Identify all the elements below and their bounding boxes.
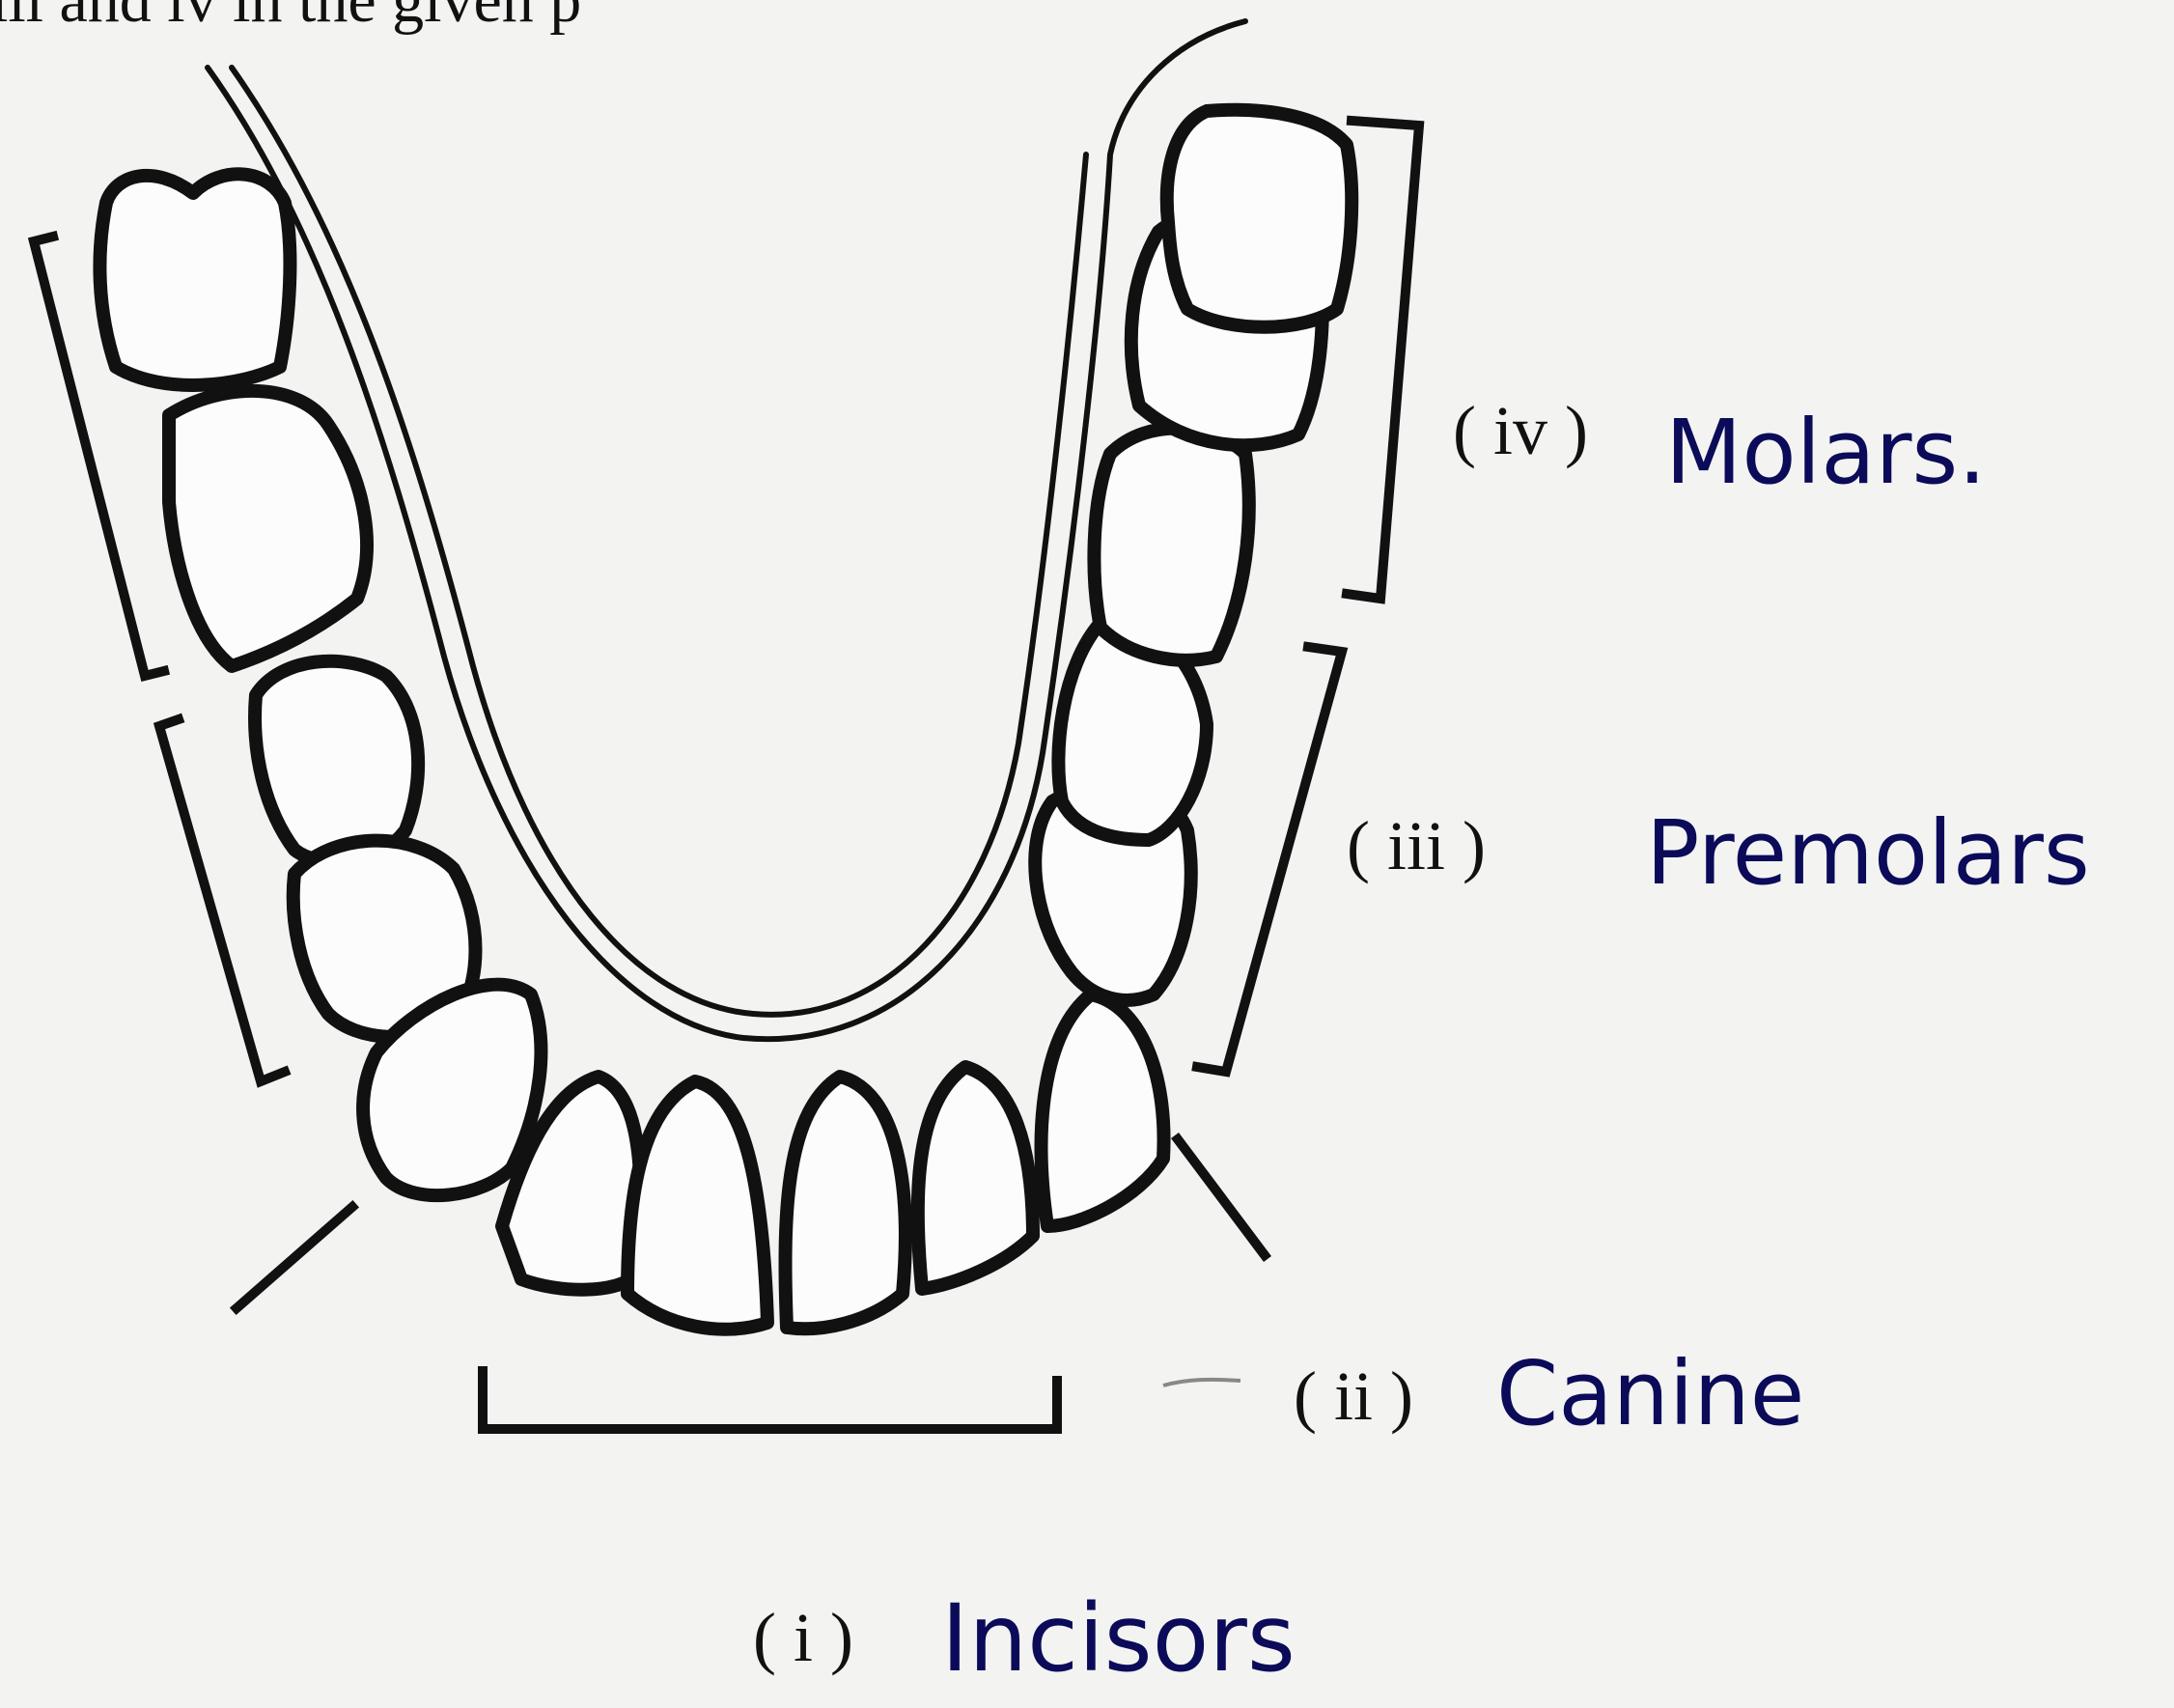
label-ii-answer: Canine [1496, 1342, 1804, 1445]
incisor-tooth [786, 1077, 906, 1329]
label-i-numeral: ( i ) [753, 1599, 853, 1676]
incisor-tooth [627, 1081, 767, 1330]
right-premolar-bracket [1197, 647, 1342, 1072]
label-iv-numeral: ( iv ) [1453, 392, 1588, 469]
premolar-tooth [255, 661, 418, 862]
canine-tooth [1042, 994, 1164, 1226]
premolar-tooth [1094, 429, 1248, 660]
label-iii: ( iii ) Premolars [1347, 801, 2090, 905]
header-fragment: iii and iv in the given p [0, 0, 581, 36]
label-iv: ( iv ) Molars. [1453, 392, 1987, 504]
incisor-tooth [918, 1067, 1033, 1289]
molar-tooth [169, 391, 367, 666]
label-iii-numeral: ( iii ) [1347, 807, 1486, 884]
label-iii-answer: Premolars [1646, 801, 2090, 905]
label-ii-numeral: ( ii ) [1294, 1358, 1413, 1435]
canine-pointer-dash [1163, 1380, 1240, 1386]
molar-tooth [1167, 110, 1352, 327]
teeth [99, 110, 1352, 1330]
incisor-bracket [483, 1371, 1057, 1429]
label-i-answer: Incisors [941, 1584, 1296, 1693]
label-i: ( i ) Incisors [753, 1584, 1296, 1693]
label-ii: ( ii ) Canine [1294, 1342, 1804, 1445]
molar-tooth [99, 174, 290, 385]
label-iv-answer: Molars. [1665, 401, 1987, 504]
left-canine-tick [237, 1207, 352, 1308]
right-canine-tick [1178, 1139, 1265, 1255]
